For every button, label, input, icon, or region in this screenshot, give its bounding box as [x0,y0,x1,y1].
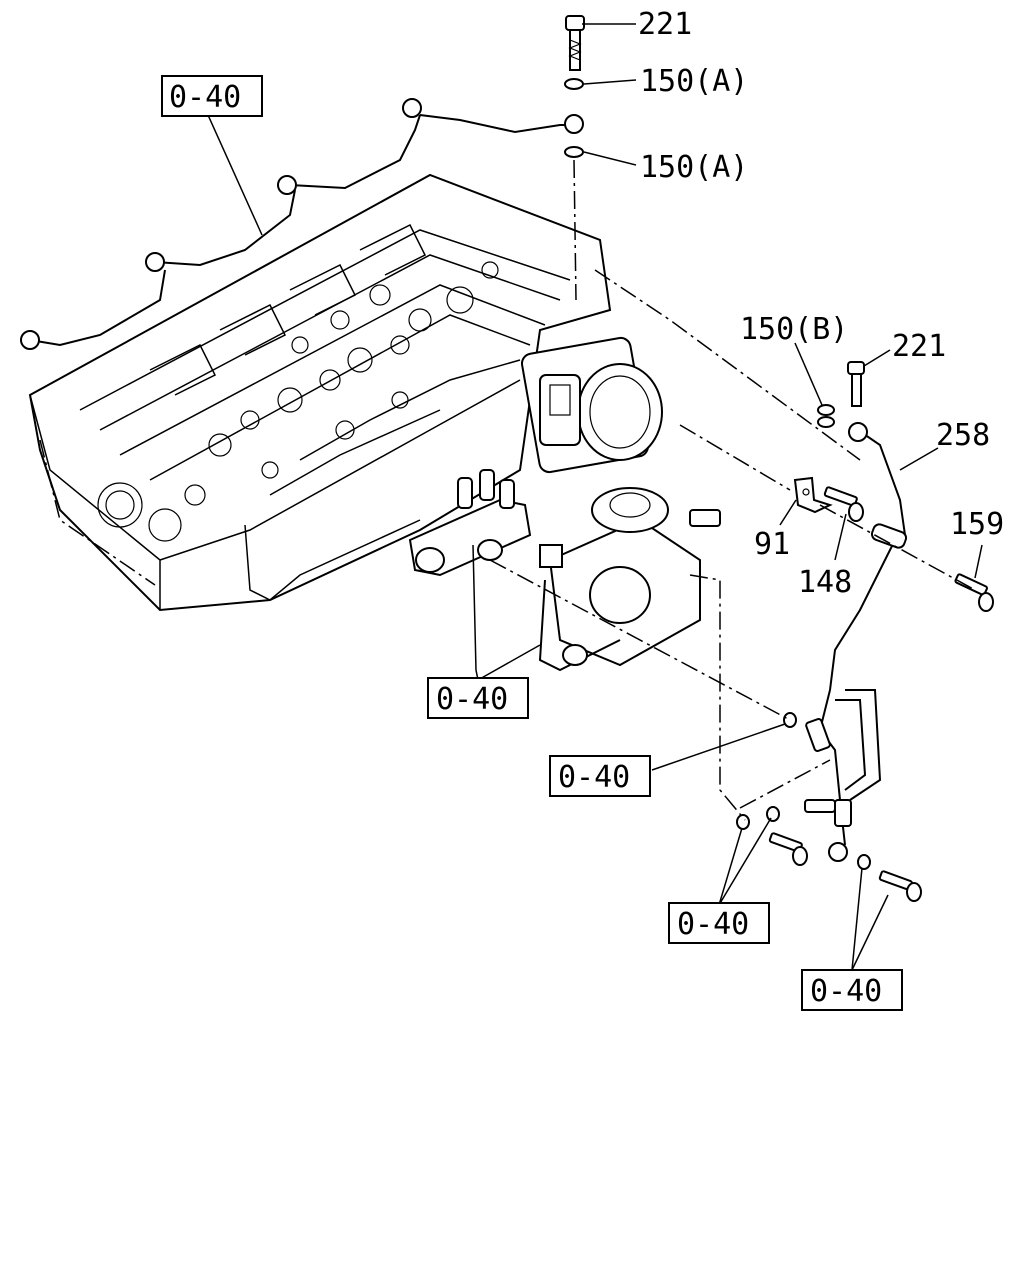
callout-150a-upper: 150(A) [640,64,748,99]
bracket-91 [793,476,833,514]
callout-159: 159 [950,507,1004,542]
ref-box-bottom: 0-40 [810,974,882,1009]
callout-221-top: 221 [638,7,692,42]
cylinder-head [28,173,612,612]
leak-off-pipe [20,98,584,350]
callout-221-right: 221 [892,329,946,364]
ref-box-top: 0-40 [169,80,241,115]
ref-box-pump: 0-40 [436,682,508,717]
throttle-body [521,336,663,474]
reference-boxes: 0-40 0-40 0-40 0-40 0-40 [161,75,903,1011]
callout-labels: 221 150(A) 150(A) 150(B) 221 258 159 91 … [638,7,1004,600]
callout-91: 91 [754,527,790,562]
ref-box-mid: 0-40 [558,760,630,795]
callout-148: 148 [798,565,852,600]
fuel-pump [538,487,721,672]
fuel-rail-block [408,469,532,577]
leader-lines [207,23,983,971]
callout-150a-lower: 150(A) [640,150,748,185]
assembly-lines [489,159,976,821]
callout-258: 258 [936,418,990,453]
callout-150b: 150(B) [740,312,848,347]
ref-box-bolts: 0-40 [677,907,749,942]
high-pressure-pipe-258 [804,422,908,862]
bolts-and-washers [564,15,994,902]
